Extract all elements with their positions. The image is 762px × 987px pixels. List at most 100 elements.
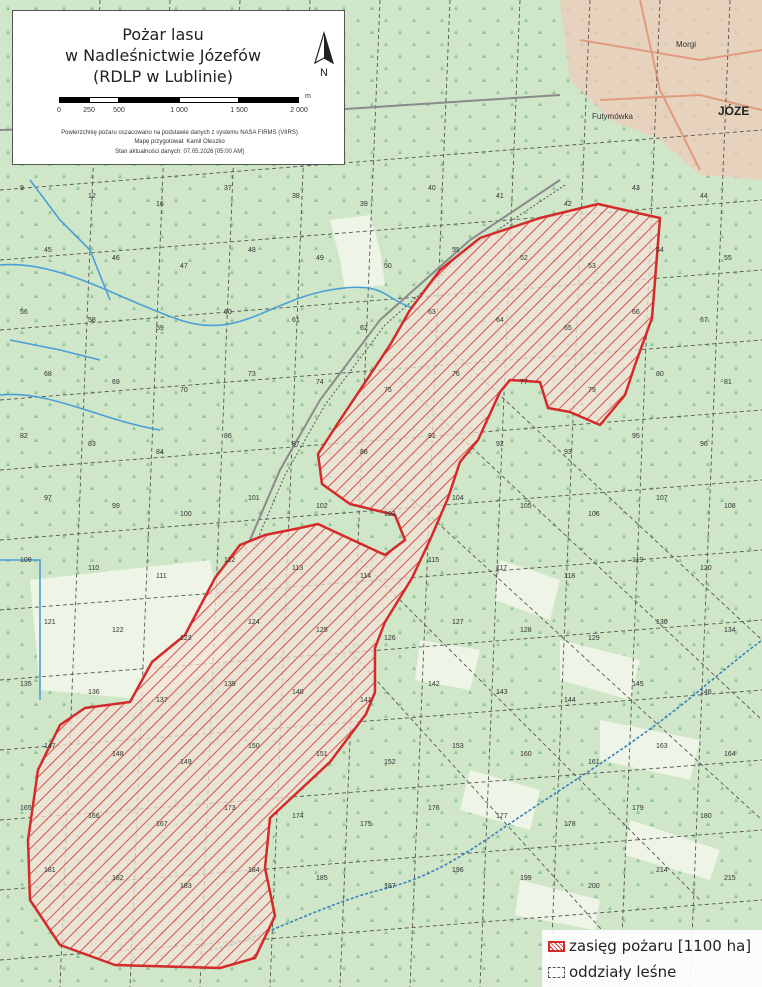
division-number: 149 <box>180 759 192 766</box>
division-number: 215 <box>724 875 736 882</box>
scale-tick: 250 <box>83 107 95 114</box>
division-number: 108 <box>724 503 736 510</box>
division-number: 129 <box>588 635 600 642</box>
scale-tick: 1 000 <box>170 107 188 114</box>
division-number: 179 <box>632 805 644 812</box>
fire-extent <box>26 202 662 970</box>
data-source-note: Powierzchnię pożaru oszacowano na podsta… <box>61 130 298 136</box>
division-number: 113 <box>292 565 303 572</box>
division-number: 196 <box>452 867 464 874</box>
division-number: 60 <box>224 309 232 316</box>
division-number: 50 <box>384 263 392 270</box>
division-number: 183 <box>180 883 192 890</box>
division-number: 74 <box>316 379 324 386</box>
division-number: 52 <box>520 255 528 262</box>
division-number: 178 <box>564 821 576 828</box>
division-number: 64 <box>496 317 504 324</box>
division-number: 143 <box>496 689 508 696</box>
division-number: 66 <box>632 309 640 316</box>
division-number: 110 <box>88 565 99 572</box>
legend-division-label: oddziały leśne <box>569 963 677 981</box>
division-number: 93 <box>564 449 572 456</box>
division-number: 59 <box>156 325 164 332</box>
division-number: 128 <box>520 627 532 634</box>
division-number: 73 <box>248 371 256 378</box>
division-number: 109 <box>20 557 32 564</box>
division-number: 61 <box>292 317 300 324</box>
town-roads <box>579 0 762 171</box>
division-number: 105 <box>520 503 532 510</box>
division-number: 69 <box>112 379 120 386</box>
scale-tick: 1 500 <box>230 107 248 114</box>
division-number: 37 <box>224 185 232 192</box>
division-number: 49 <box>316 255 324 262</box>
division-number: 42 <box>564 201 572 208</box>
division-number: 103 <box>384 511 396 518</box>
division-number: 48 <box>248 247 256 254</box>
division-number: 185 <box>316 875 328 882</box>
division-number: 100 <box>180 511 192 518</box>
data-date-note: Stan aktualności danych: 07.05.2026 [05:… <box>115 149 244 155</box>
division-number: 45 <box>44 247 52 254</box>
division-number: 44 <box>700 193 708 200</box>
division-number: 181 <box>44 867 56 874</box>
division-number: 102 <box>316 503 328 510</box>
division-number: 166 <box>88 813 100 820</box>
division-number: 176 <box>428 805 440 812</box>
legend-fire: zasięg pożaru [1100 ha] <box>548 934 751 958</box>
division-number: 41 <box>496 193 504 200</box>
division-number: 160 <box>520 751 532 758</box>
division-number: 199 <box>520 875 532 882</box>
fire-swatch-icon <box>548 940 565 952</box>
division-number: 152 <box>384 759 396 766</box>
division-number: 150 <box>248 743 260 750</box>
place-morgi: Morgi <box>676 40 697 49</box>
division-number: 81 <box>724 379 732 386</box>
division-number: 147 <box>44 743 56 750</box>
division-number: 79 <box>588 387 596 394</box>
division-number: 75 <box>384 387 392 394</box>
division-number: 67 <box>700 317 708 324</box>
division-number: 106 <box>588 511 600 518</box>
division-number: 112 <box>224 557 235 564</box>
division-number: 53 <box>588 263 596 270</box>
division-number: 127 <box>452 619 464 626</box>
division-number: 12 <box>88 193 96 200</box>
division-number: 99 <box>112 503 120 510</box>
division-number: 58 <box>88 317 96 324</box>
division-number: 68 <box>44 371 52 378</box>
scale-tick: 500 <box>113 107 125 114</box>
division-number: 137 <box>156 697 168 704</box>
division-number: 70 <box>180 387 188 394</box>
scale-tick: 0 <box>57 107 61 114</box>
division-number: 87 <box>292 441 300 448</box>
division-number: 130 <box>656 619 668 626</box>
division-number: 121 <box>44 619 56 626</box>
division-number: 92 <box>496 441 504 448</box>
map-legend: zasięg pożaru [1100 ha] oddziały leśne <box>542 930 762 987</box>
division-number: 107 <box>656 495 668 502</box>
division-number: 54 <box>656 247 664 254</box>
division-number: 120 <box>700 565 712 572</box>
place-futymowka: Futymówka <box>592 112 633 121</box>
author-note: Mapę przygotował: Kamil Oleszko <box>134 139 225 145</box>
division-number: 56 <box>20 309 28 316</box>
division-number: 153 <box>452 743 464 750</box>
division-number: 39 <box>360 201 368 208</box>
division-number: 119 <box>632 557 643 564</box>
scale-tick: 2 000 <box>290 107 308 114</box>
division-number: 95 <box>632 433 640 440</box>
division-number: 180 <box>700 813 712 820</box>
division-number: 135 <box>20 681 32 688</box>
division-number: 111 <box>156 573 167 580</box>
division-number: 62 <box>360 325 368 332</box>
division-number: 163 <box>656 743 668 750</box>
division-number: 167 <box>156 821 168 828</box>
division-number: 141 <box>360 697 372 704</box>
scale-bar <box>59 97 299 103</box>
division-number: 55 <box>724 255 732 262</box>
division-number: 124 <box>248 619 260 626</box>
division-number: 38 <box>292 193 300 200</box>
division-number: 76 <box>452 371 460 378</box>
division-number: 80 <box>656 371 664 378</box>
